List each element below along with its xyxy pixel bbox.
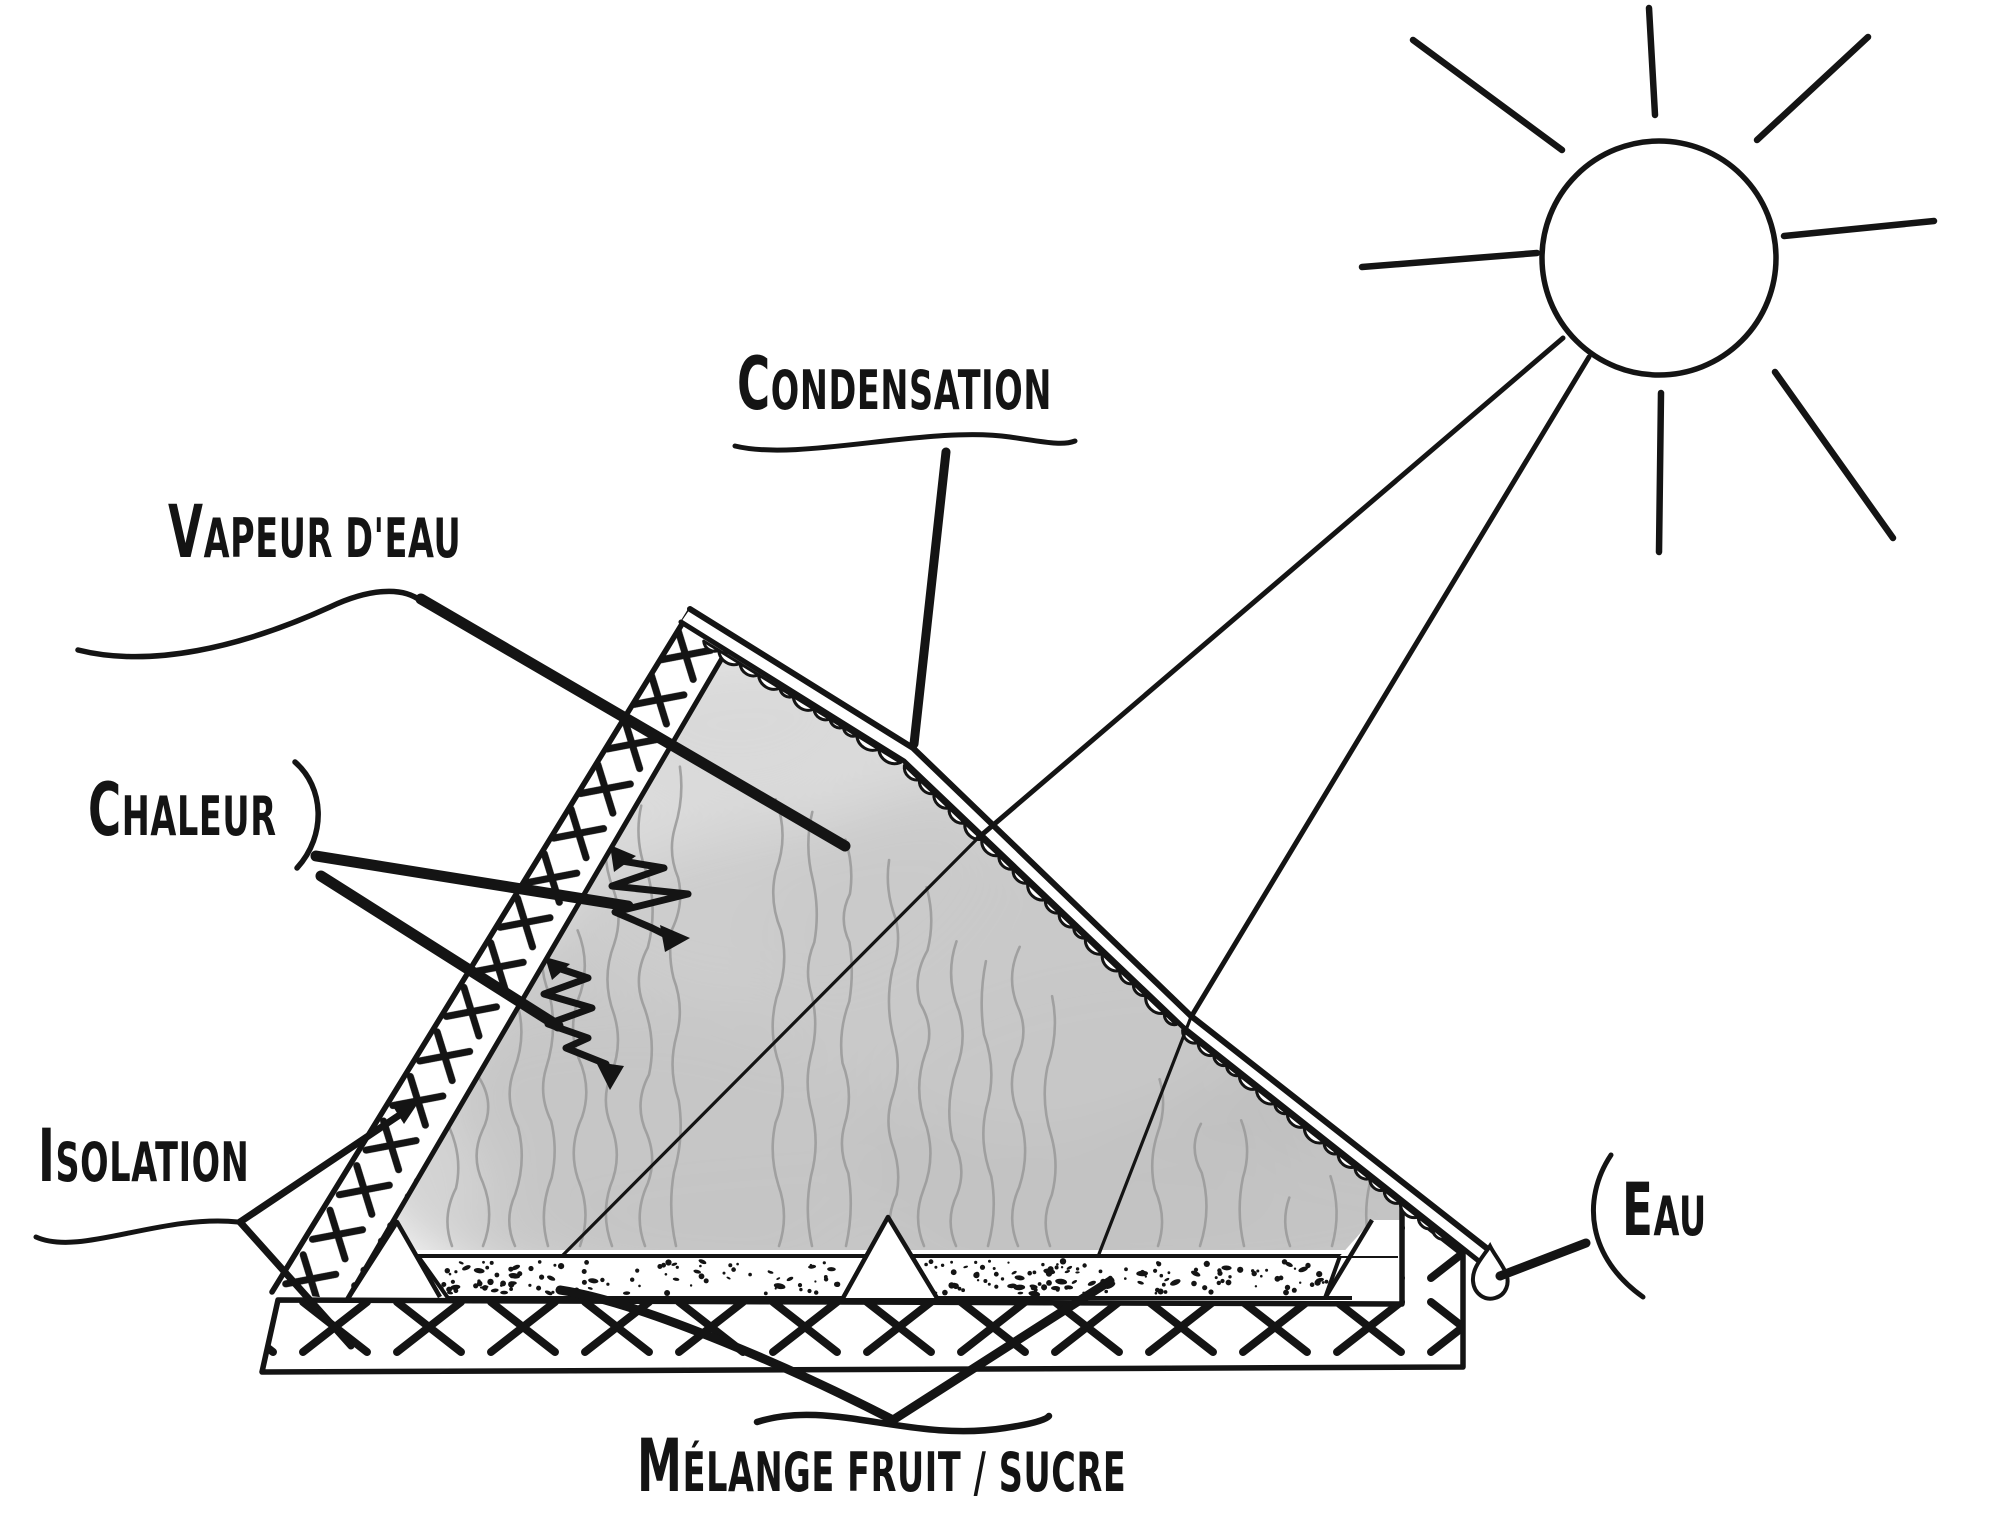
sun-ray: [1753, 33, 1872, 144]
label-eau: EAU: [1622, 1168, 1707, 1253]
vapeur-underline: [75, 588, 424, 660]
annotations: [33, 432, 1646, 1435]
chaleur-pointer: [310, 850, 634, 912]
label-chaleur: CHALEUR: [88, 768, 277, 853]
sun-icon: [560, 4, 1938, 1258]
chaleur-pointer: [315, 870, 564, 1032]
sun-beam: [975, 335, 1566, 841]
isolation-underline: [33, 1218, 241, 1245]
arrowhead: [610, 845, 636, 872]
sun-disc: [1539, 138, 1779, 378]
condensation-pointer: [909, 447, 951, 749]
label-vapeur-deau: VAPEUR D'EAU: [168, 490, 462, 575]
arrowhead: [596, 1062, 624, 1090]
sun-ray: [1771, 368, 1897, 542]
sun-beam-inside: [560, 836, 980, 1258]
heat-zigzag: [540, 962, 610, 1068]
isolation-pointer: [236, 1218, 355, 1350]
melange-underline: [753, 1411, 1053, 1435]
chaleur-bracket: [292, 759, 321, 871]
arrowhead: [545, 957, 570, 980]
condensation-droplets: [702, 639, 1448, 1241]
condensation-underline: [732, 432, 1078, 453]
fruit-sugar-mixture: [440, 1258, 1329, 1297]
sun-ray: [1358, 249, 1541, 271]
vapeur-pointer: [415, 593, 851, 852]
melange-pointer: [555, 1285, 898, 1425]
sun-ray: [1780, 217, 1938, 240]
tray-left: [414, 1254, 870, 1300]
label-condensation: CONDENSATION: [737, 342, 1052, 427]
steam-lines: [446, 765, 1372, 1248]
melange-pointer: [888, 1276, 1115, 1425]
label-melange: MÉLANGE FRUIT / SUCRE: [637, 1424, 1127, 1509]
arrowhead: [392, 1100, 420, 1124]
right-divider: [1323, 1218, 1374, 1300]
sun-ray: [1655, 389, 1665, 556]
eau-bracket: [1591, 1152, 1646, 1300]
sun-beam: [1188, 354, 1592, 1020]
water-drop: [1470, 1242, 1510, 1301]
glass-cover: [678, 606, 1492, 1265]
arrowhead: [660, 925, 690, 952]
sun-ray: [1409, 36, 1566, 154]
sun-beam-inside: [1097, 1015, 1193, 1256]
isolation-pointer: [236, 1108, 408, 1226]
heat-zigzag: [608, 856, 692, 944]
tray-band: [345, 1214, 1402, 1304]
sun-ray: [1645, 4, 1659, 119]
left-divider: [347, 1222, 440, 1300]
eau-pointer: [1495, 1238, 1591, 1281]
middle-divider: [843, 1217, 937, 1298]
heat-arrows: [540, 845, 692, 1090]
label-isolation: ISOLATION: [38, 1114, 250, 1199]
